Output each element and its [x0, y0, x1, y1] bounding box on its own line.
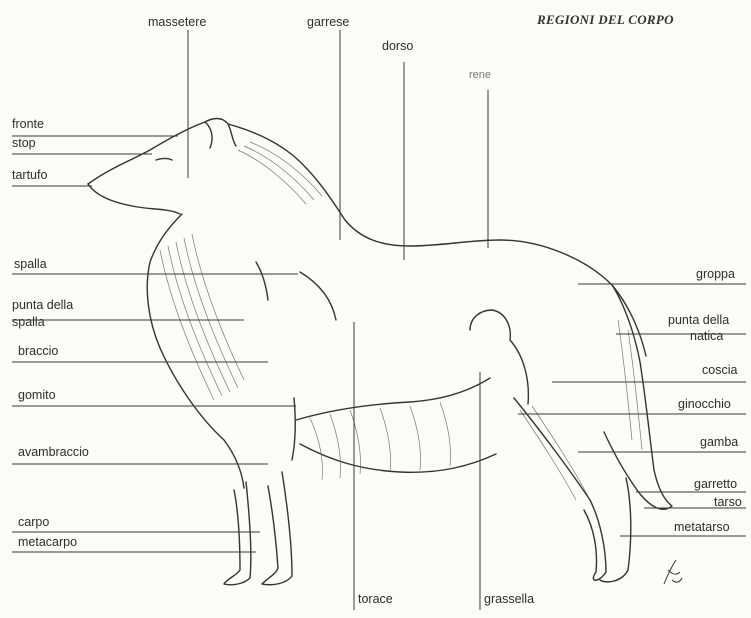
label-punta-spalla-line2: spalla — [12, 316, 45, 329]
label-massetere: massetere — [148, 16, 206, 29]
label-gamba: gamba — [700, 436, 738, 449]
label-garrese: garrese — [307, 16, 349, 29]
label-dorso: dorso — [382, 40, 413, 53]
dog-outline — [88, 119, 672, 585]
label-punta-natica-line1: punta della — [668, 314, 729, 327]
label-coscia: coscia — [702, 364, 737, 377]
label-groppa: groppa — [696, 268, 735, 281]
fur-hatching — [160, 142, 642, 500]
label-torace: torace — [358, 593, 393, 606]
label-garretto: garretto — [694, 478, 737, 491]
label-grassella: grassella — [484, 593, 534, 606]
label-rene: rene — [469, 70, 491, 81]
label-punta-natica-line2: natica — [690, 330, 723, 343]
label-tarso: tarso — [714, 496, 742, 509]
label-metatarso: metatarso — [674, 521, 730, 534]
label-ginocchio: ginocchio — [678, 398, 731, 411]
diagram-title: REGIONI DEL CORPO — [537, 12, 674, 28]
label-metacarpo: metacarpo — [18, 536, 77, 549]
label-gomito: gomito — [18, 389, 56, 402]
label-punta-spalla-line1: punta della — [12, 299, 73, 312]
label-avambraccio: avambraccio — [18, 446, 89, 459]
label-tartufo: tartufo — [12, 169, 47, 182]
leader-lines — [12, 30, 746, 610]
artist-signature — [664, 560, 682, 584]
label-spalla: spalla — [14, 258, 47, 271]
label-stop: stop — [12, 137, 36, 150]
label-fronte: fronte — [12, 118, 44, 131]
label-braccio: braccio — [18, 345, 58, 358]
label-carpo: carpo — [18, 516, 49, 529]
